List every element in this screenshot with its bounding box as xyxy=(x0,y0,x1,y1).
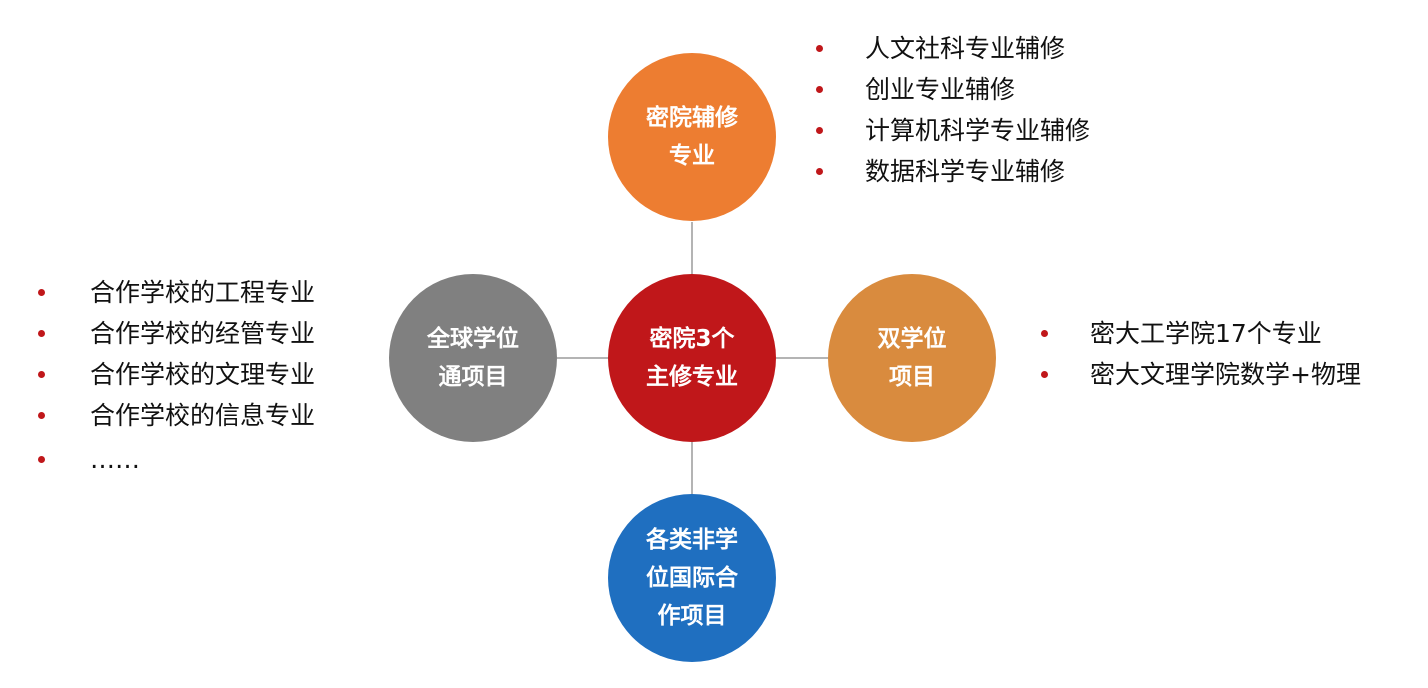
bullet-icon xyxy=(816,168,823,175)
left-line-1: 全球学位 xyxy=(427,326,519,352)
connector-bottom xyxy=(691,442,693,494)
list-item: 密大文理学院数学+物理 xyxy=(1041,354,1361,395)
top-circle: 密院辅修 专业 xyxy=(608,53,776,221)
left-line-2: 通项目 xyxy=(438,364,508,390)
right-circle: 双学位 项目 xyxy=(828,274,996,442)
connector-top xyxy=(691,222,693,276)
bottom-line-3: 作项目 xyxy=(657,603,727,629)
connector-right xyxy=(776,357,828,359)
center-line-1: 密院3个 xyxy=(649,326,735,352)
right-line-2: 项目 xyxy=(889,364,935,390)
top-list: 人文社科专业辅修 创业专业辅修 计算机科学专业辅修 数据科学专业辅修 xyxy=(816,28,1090,192)
bullet-icon xyxy=(1041,330,1048,337)
list-item: 密大工学院17个专业 xyxy=(1041,313,1361,354)
list-item: 数据科学专业辅修 xyxy=(816,151,1090,192)
bullet-icon xyxy=(38,412,45,419)
center-line-2: 主修专业 xyxy=(646,364,738,390)
bullet-icon xyxy=(38,330,45,337)
list-item: 合作学校的文理专业 xyxy=(38,354,315,395)
bullet-icon xyxy=(816,127,823,134)
right-line-1: 双学位 xyxy=(877,326,947,352)
bullet-icon xyxy=(38,289,45,296)
bullet-icon xyxy=(1041,371,1048,378)
list-item: …… xyxy=(38,439,315,480)
list-item: 人文社科专业辅修 xyxy=(816,28,1090,69)
bullet-icon xyxy=(38,371,45,378)
bullet-icon xyxy=(816,86,823,93)
list-item: 合作学校的经管专业 xyxy=(38,313,315,354)
top-line-1: 密院辅修 xyxy=(646,105,738,131)
bottom-line-2: 位国际合 xyxy=(646,565,738,591)
connector-left xyxy=(557,357,608,359)
list-item: 创业专业辅修 xyxy=(816,69,1090,110)
left-list: 合作学校的工程专业 合作学校的经管专业 合作学校的文理专业 合作学校的信息专业 … xyxy=(38,272,315,480)
center-circle: 密院3个 主修专业 xyxy=(608,274,776,442)
bullet-icon xyxy=(38,456,45,463)
list-item: 合作学校的信息专业 xyxy=(38,395,315,436)
bottom-line-1: 各类非学 xyxy=(646,527,738,553)
right-list: 密大工学院17个专业 密大文理学院数学+物理 xyxy=(1041,313,1361,395)
bullet-icon xyxy=(816,45,823,52)
bottom-circle: 各类非学 位国际合 作项目 xyxy=(608,494,776,662)
list-item: 合作学校的工程专业 xyxy=(38,272,315,313)
left-circle: 全球学位 通项目 xyxy=(389,274,557,442)
top-line-2: 专业 xyxy=(669,143,715,169)
list-item: 计算机科学专业辅修 xyxy=(816,110,1090,151)
